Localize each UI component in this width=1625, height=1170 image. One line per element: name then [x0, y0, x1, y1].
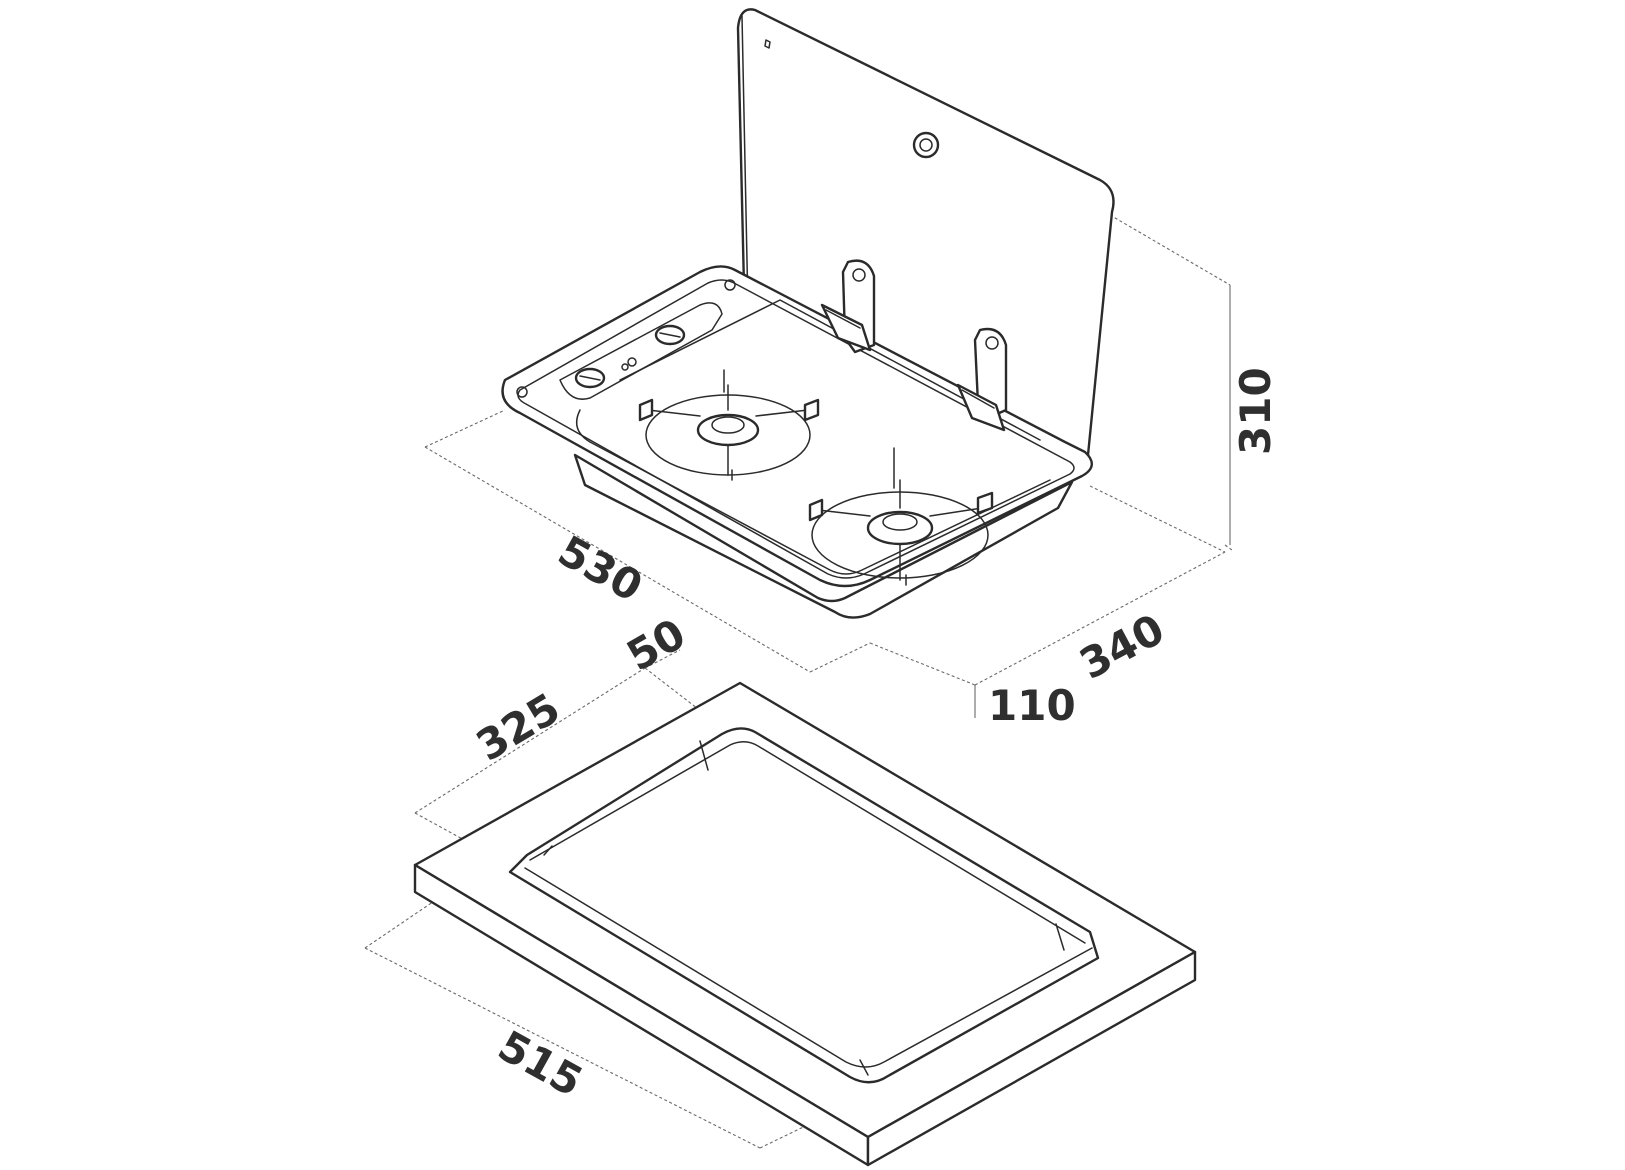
- hinge-left: [820, 259, 876, 354]
- dimension-label-50: 50: [619, 609, 694, 681]
- dimension-label-340: 340: [1072, 604, 1172, 688]
- control-knob-right: [654, 324, 686, 346]
- dimension-label-310: 310: [1231, 367, 1280, 455]
- dimension-label-530: 530: [550, 526, 650, 611]
- dimension-label-110: 110: [988, 681, 1076, 730]
- hob-body: [501, 265, 1093, 619]
- hinge-right: [956, 327, 1008, 432]
- burner-rear: [638, 369, 820, 481]
- countertop-cutout-plate: [413, 681, 1197, 1167]
- burner-front: [808, 447, 994, 586]
- dimension-label-515: 515: [490, 1021, 590, 1106]
- control-knob-left: [574, 367, 606, 389]
- dimension-label-325: 325: [468, 683, 568, 770]
